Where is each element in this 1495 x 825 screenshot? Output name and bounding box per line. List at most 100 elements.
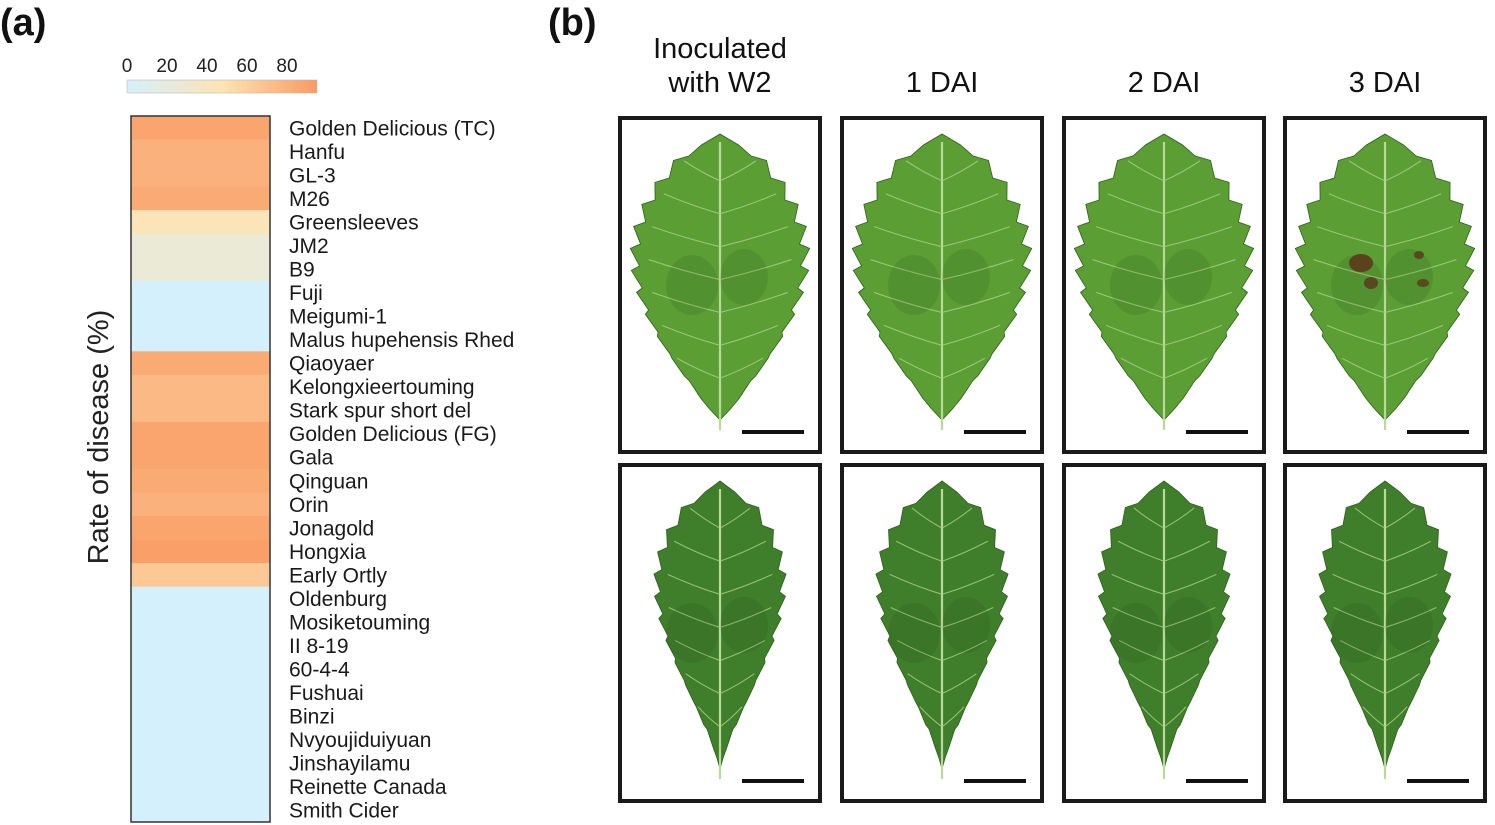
row-label: Hongxia (289, 541, 366, 564)
inoculation-spot (888, 603, 940, 663)
inoculation-spot (888, 255, 940, 315)
leaf-vein (1384, 160, 1422, 182)
leaf-vein (1384, 226, 1453, 248)
row-label: Kelongxieertouming (289, 376, 475, 399)
inoculation-spot (1385, 597, 1433, 653)
leaf-vein (1340, 640, 1386, 662)
leaf-vein (941, 606, 994, 628)
row-label: Malus hupehensis Rhed (289, 329, 514, 352)
leaf-vein (1384, 193, 1442, 215)
row-label: Nvyoujiduiyuan (289, 729, 431, 752)
row-label: Golden Delicious (TC) (289, 117, 496, 140)
row-label: GL-3 (289, 164, 336, 187)
panel-label-b: (b) (548, 2, 597, 44)
leaf-vein (1384, 507, 1416, 529)
leaf-vein (689, 507, 721, 529)
row-label: Gala (289, 447, 334, 470)
leaf-vein (1354, 507, 1386, 529)
leaf-vein (1328, 193, 1386, 215)
row-label: Jonagold (289, 517, 374, 540)
leaf-vein (1163, 606, 1216, 628)
panel-label-a: (a) (0, 2, 47, 44)
inoculation-spot (1164, 597, 1212, 653)
leaf-vein (676, 357, 721, 379)
leaf-vein (1096, 291, 1165, 313)
leaf-vein (683, 160, 721, 182)
leaf-vein (941, 259, 1014, 281)
leaf-vein (1129, 673, 1165, 695)
heatmap-cell (131, 210, 270, 235)
leaf-vein (719, 226, 788, 248)
inoculation-spot (942, 249, 990, 305)
leaf-vein (1350, 673, 1386, 695)
leaf-vein (673, 540, 721, 562)
leaf-vein (1384, 291, 1453, 313)
leaf-vein (941, 226, 1010, 248)
leaf-vein (1348, 160, 1386, 182)
leaf-vein (719, 160, 757, 182)
leaf-vein (1333, 606, 1386, 628)
leaf-vein (1317, 291, 1386, 313)
leaf-vein (1163, 540, 1211, 562)
leaf-vein (1317, 226, 1386, 248)
leaf-photo (1318, 480, 1469, 783)
leaf-image-frame (840, 463, 1044, 803)
leaf-vein (885, 193, 943, 215)
heatmap-cell (131, 751, 270, 776)
leaf-vein (941, 573, 995, 595)
heatmap-cell (131, 374, 270, 399)
leaf-vein (898, 357, 943, 379)
leaf-image-frame (618, 463, 822, 803)
row-label: Reinette Canada (289, 776, 447, 799)
row-label: Jinshayilamu (289, 753, 410, 776)
column-title-line: 1 DAI (905, 67, 979, 99)
leaf-vein (1163, 573, 1217, 595)
leaf-vein (719, 606, 772, 628)
leaf-vein (1163, 673, 1199, 695)
row-label: Meigumi-1 (289, 306, 387, 329)
row-label: Hanfu (289, 141, 345, 164)
leaf-vein (697, 706, 721, 728)
heatmap-cell (131, 163, 270, 188)
colorbar-tick-label: 60 (236, 56, 257, 77)
inoculation-spot (720, 249, 768, 305)
leaf-vein (1112, 606, 1165, 628)
row-label: Qiaoyaer (289, 353, 374, 376)
inoculation-spot (942, 597, 990, 653)
colorbar-tick-label: 40 (196, 56, 217, 77)
heatmap-cell (131, 257, 270, 282)
leaf-image-frame (840, 116, 1044, 454)
inoculation-spot (1385, 249, 1433, 305)
leaf-vein (1384, 357, 1429, 379)
leaf-vein (1117, 540, 1165, 562)
leaf-vein (907, 673, 943, 695)
leaf-vein (895, 540, 943, 562)
column-title: 3 DAI (1263, 66, 1495, 100)
leaf-photo (1294, 133, 1476, 434)
leaf-vein (1105, 324, 1165, 346)
leaf-vein (1111, 573, 1165, 595)
heatmap-cell (131, 774, 270, 800)
heatmap-cell (131, 304, 270, 329)
row-label: Golden Delicious (FG) (289, 423, 497, 446)
leaf-photo (653, 480, 804, 783)
leaf-vein (941, 291, 1010, 313)
row-label: Greensleeves (289, 211, 419, 234)
heatmap-cell (131, 351, 270, 376)
heatmap-cell (131, 798, 270, 823)
leaf-vein (941, 193, 999, 215)
inoculation-spot (1331, 255, 1383, 315)
row-label: Stark spur short del (289, 400, 471, 423)
leaf-vein (1127, 160, 1165, 182)
heatmap-cell (131, 727, 270, 752)
leaf-vein (874, 226, 943, 248)
leaf-vein (1141, 706, 1165, 728)
inoculation-spot (1164, 249, 1212, 305)
column-title-line: Inoculated (653, 33, 787, 65)
leaf-image-frame (618, 116, 822, 454)
leaf-vein (874, 291, 943, 313)
inoculation-spot (1110, 603, 1162, 663)
leaf-vein (1096, 226, 1165, 248)
